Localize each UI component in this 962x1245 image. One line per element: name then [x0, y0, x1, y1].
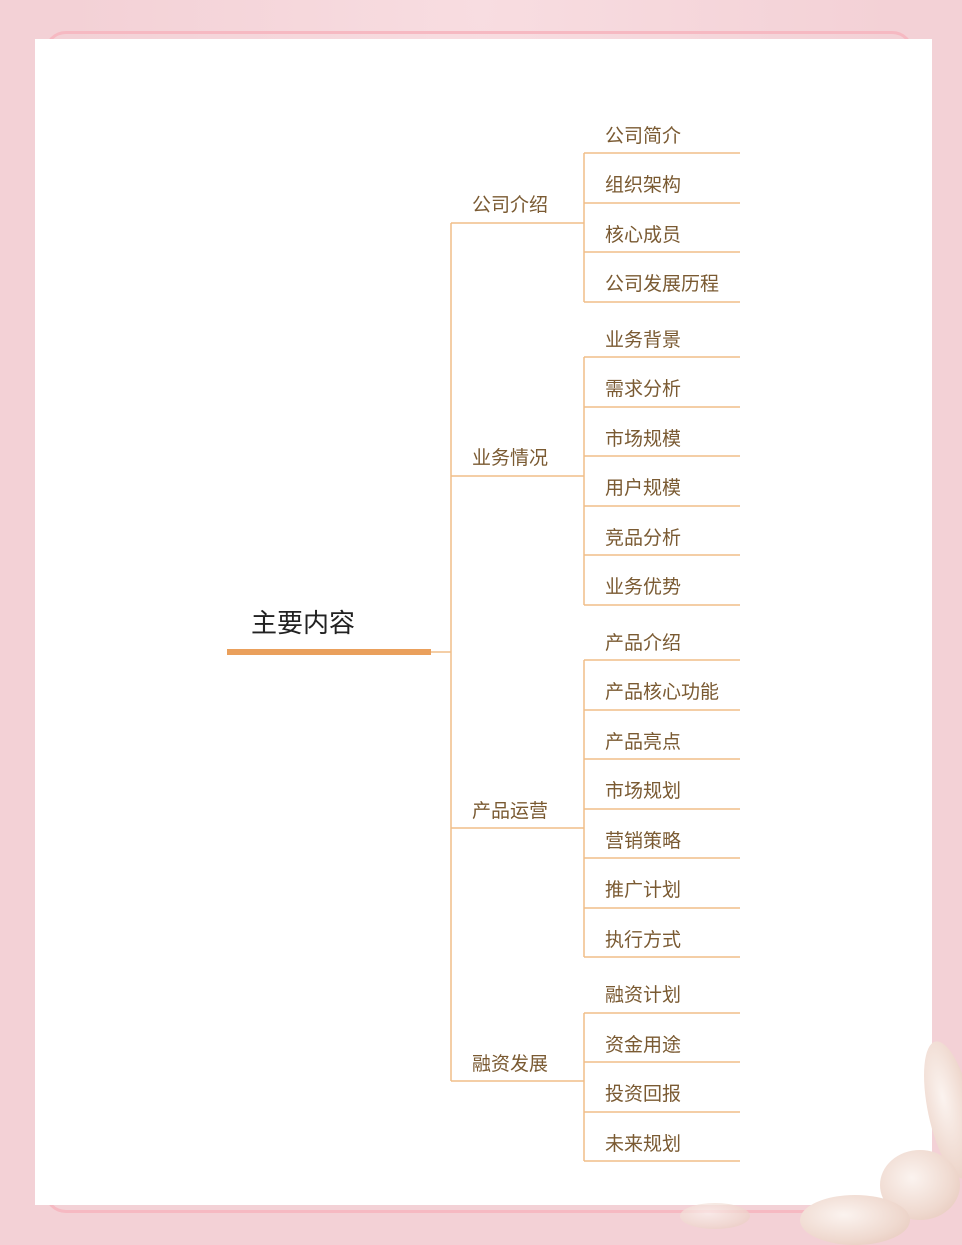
leaf-node[interactable]: 用户规模: [605, 477, 682, 499]
leaf-node[interactable]: 推广计划: [605, 879, 682, 901]
leaf-node[interactable]: 产品亮点: [605, 731, 682, 753]
leaf-node[interactable]: 市场规模: [605, 428, 682, 450]
leaf-node[interactable]: 公司简介: [605, 125, 682, 147]
leaf-node[interactable]: 营销策略: [605, 830, 682, 852]
leaf-node[interactable]: 竞品分析: [605, 527, 682, 549]
leaf-node[interactable]: 产品介绍: [605, 632, 682, 654]
leaf-node[interactable]: 投资回报: [605, 1083, 682, 1105]
leaf-node[interactable]: 资金用途: [605, 1034, 682, 1056]
branch-label: 融资发展: [472, 1053, 549, 1075]
leaf-node[interactable]: 市场规划: [605, 780, 682, 802]
branch-label: 产品运营: [472, 800, 549, 822]
root-node[interactable]: 主要内容: [251, 609, 356, 639]
leaf-node[interactable]: 需求分析: [605, 378, 682, 400]
leaf-node[interactable]: 业务背景: [605, 329, 682, 351]
leaf-node[interactable]: 执行方式: [605, 929, 682, 951]
leaf-node[interactable]: 融资计划: [605, 984, 682, 1006]
leaf-node[interactable]: 组织架构: [605, 174, 682, 196]
leaf-node[interactable]: 业务优势: [605, 576, 682, 598]
branch-label: 业务情况: [472, 447, 549, 469]
leaf-node[interactable]: 核心成员: [605, 224, 682, 246]
branch-label: 公司介绍: [472, 194, 549, 216]
leaf-node[interactable]: 公司发展历程: [605, 273, 720, 295]
leaf-node[interactable]: 未来规划: [605, 1133, 682, 1155]
leaf-node[interactable]: 产品核心功能: [605, 681, 720, 703]
mindmap-canvas: [35, 39, 932, 1205]
